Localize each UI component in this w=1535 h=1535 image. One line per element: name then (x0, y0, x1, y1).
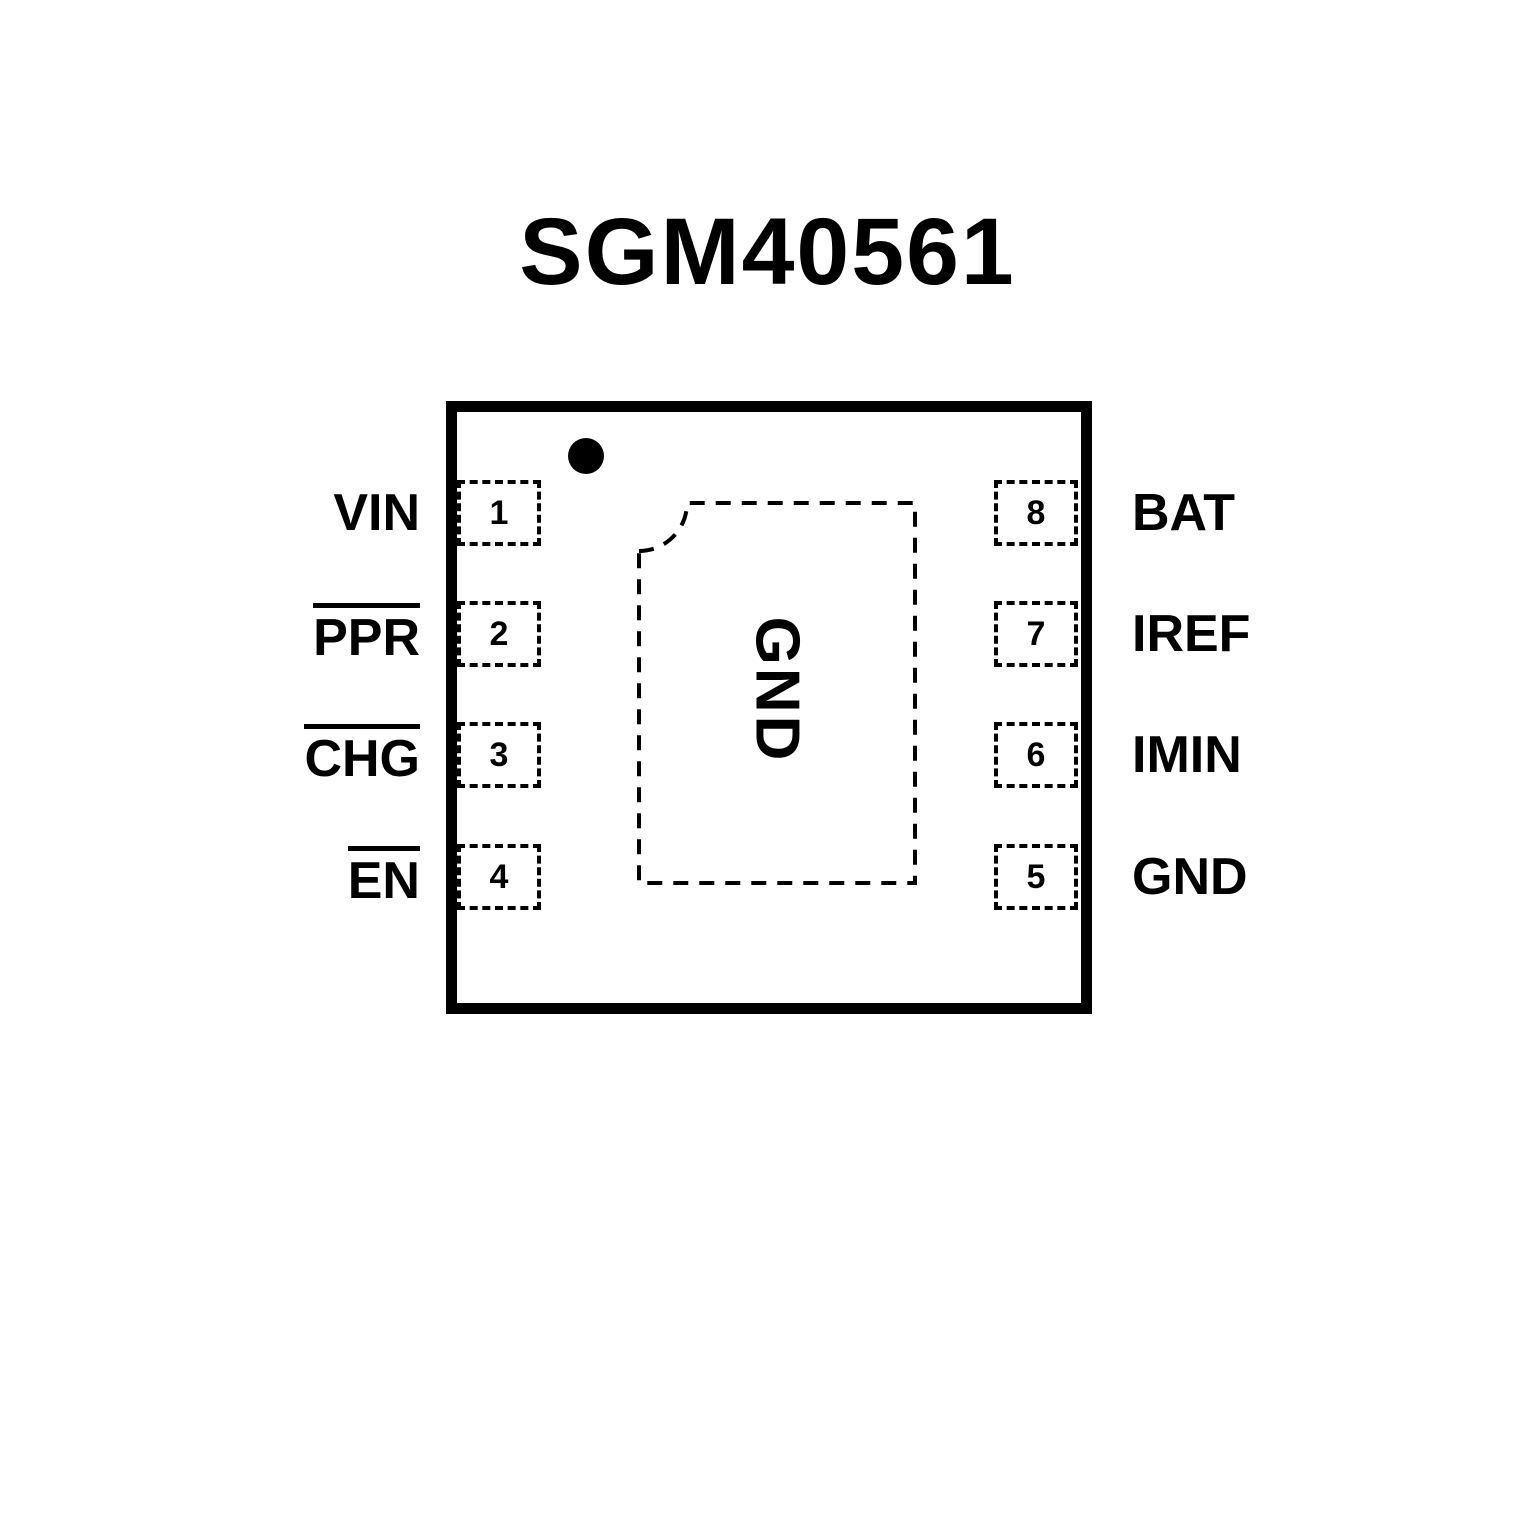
pin-label-text: BAT (1132, 484, 1236, 542)
pin-label-gnd: GND (1132, 846, 1452, 908)
page-title: SGM40561 (519, 199, 1016, 305)
pin1-indicator-dot (568, 438, 604, 474)
pin-pad-4: 4 (457, 844, 541, 910)
pin-label-en: EN (140, 846, 420, 908)
pin-label-chg: CHG (140, 724, 420, 786)
pin-label-text: VIN (333, 484, 420, 542)
pin-label-vin: VIN (140, 482, 420, 544)
pin-number: 7 (1026, 614, 1046, 653)
exposed-pad-outline (637, 501, 917, 885)
pin-pad-6: 6 (994, 722, 1078, 788)
pin-label-iref: IREF (1132, 603, 1452, 665)
pin-number: 2 (489, 614, 509, 653)
pin-label-text: IMIN (1132, 726, 1242, 784)
pin-label-imin: IMIN (1132, 724, 1452, 786)
pin-pad-7: 7 (994, 601, 1078, 667)
pin-pad-1: 1 (457, 480, 541, 546)
pin-label-text: IREF (1132, 605, 1251, 663)
pin-number: 8 (1026, 493, 1046, 532)
pin-pad-3: 3 (457, 722, 541, 788)
exposed-pad-label: GND (742, 616, 812, 764)
pin-pad-8: 8 (994, 480, 1078, 546)
pin-label-text: CHG (304, 724, 420, 786)
pin-label-text: PPR (313, 603, 420, 665)
pin-number: 5 (1026, 857, 1046, 896)
pin-pad-2: 2 (457, 601, 541, 667)
pin-number: 1 (489, 493, 509, 532)
pin-label-text: EN (347, 846, 420, 908)
pin-number: 3 (489, 735, 509, 774)
pin-label-text: GND (1132, 848, 1248, 906)
pin-number: 4 (489, 857, 509, 896)
pin-number: 6 (1026, 735, 1046, 774)
pin-label-ppr: PPR (140, 603, 420, 665)
pin-label-bat: BAT (1132, 482, 1452, 544)
pin-pad-5: 5 (994, 844, 1078, 910)
